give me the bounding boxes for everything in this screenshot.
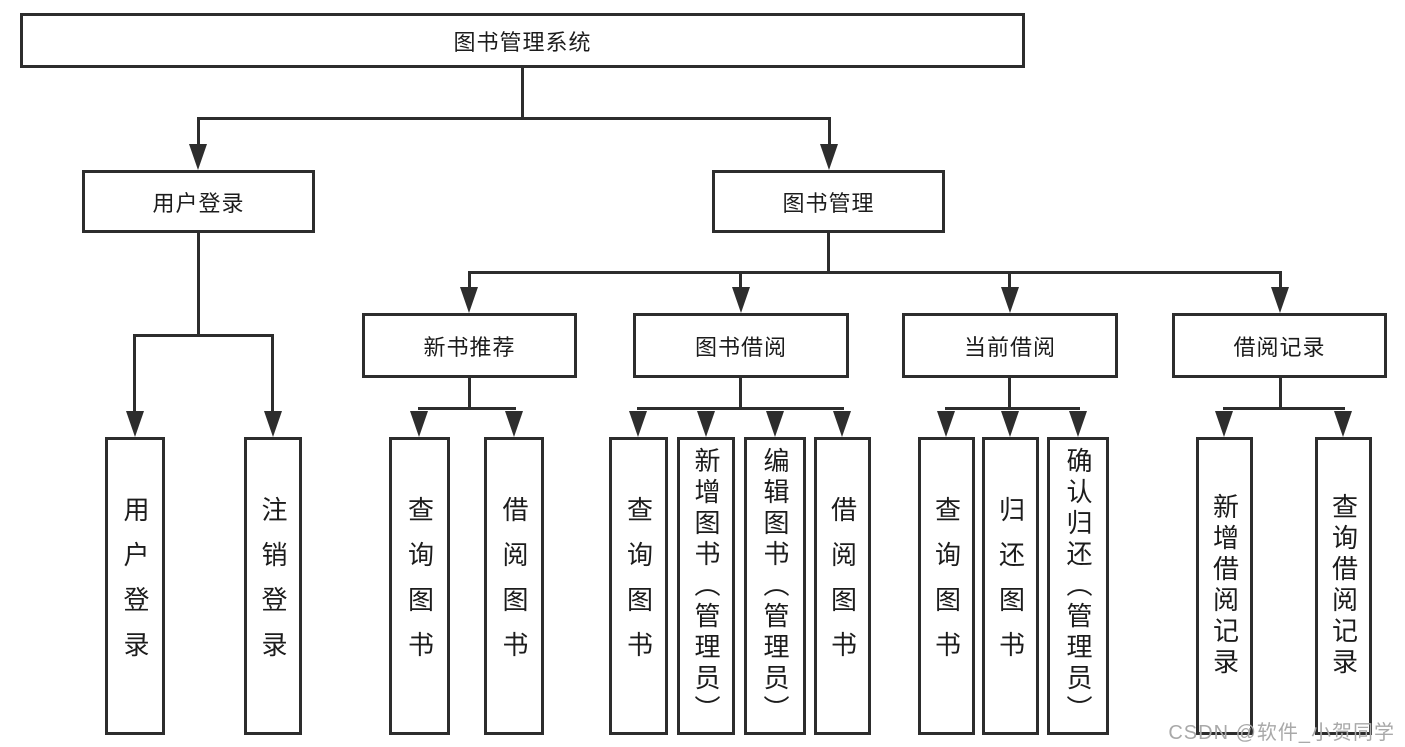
leaf-query-books-current: 查询图书 [918, 437, 975, 735]
node-new-book-recommend-label: 新书推荐 [423, 334, 516, 360]
connector-userlogin-rail [133, 334, 274, 337]
arrowhead-query-books-borrowing [629, 411, 647, 437]
connector-bookmgmt-stem [827, 233, 830, 274]
node-borrow-records-label: 借阅记录 [1233, 334, 1326, 360]
leaf-user-login: 用户登录 [105, 437, 165, 735]
node-root-label: 图书管理系统 [453, 29, 592, 55]
node-current-borrowing-label: 当前借阅 [963, 334, 1056, 360]
leaf-query-books-recommend: 查询图书 [389, 437, 450, 735]
arrowhead-book-borrowing [732, 287, 750, 313]
leaf-label: 归还图书 [995, 496, 1026, 676]
connector-bookmgmt-rail [468, 271, 1282, 274]
connector-arm-user-login [197, 120, 200, 144]
connector-arm-book-management [828, 120, 831, 144]
connector-borrowing-rail [637, 407, 844, 410]
arrowhead-user-login [189, 144, 207, 170]
leaf-label: 查询借阅记录 [1328, 493, 1359, 679]
arrowhead-new-book [460, 287, 478, 313]
connector-borrowing-stem [739, 378, 742, 410]
node-new-book-recommend: 新书推荐 [362, 313, 577, 378]
leaf-label: 借阅图书 [499, 496, 529, 676]
arrowhead-edit-books-admin [766, 411, 784, 437]
leaf-borrow-books-recommend: 借阅图书 [484, 437, 544, 735]
leaf-label: 借阅图书 [827, 496, 858, 676]
node-borrow-records: 借阅记录 [1172, 313, 1387, 378]
leaf-query-books-borrowing: 查询图书 [609, 437, 668, 735]
leaf-logout: 注销登录 [244, 437, 302, 735]
node-book-management: 图书管理 [712, 170, 945, 233]
arrowhead-borrow-books [833, 411, 851, 437]
leaf-return-books: 归还图书 [982, 437, 1039, 735]
node-user-login-label: 用户登录 [152, 190, 245, 216]
node-book-borrowing: 图书借阅 [633, 313, 849, 378]
connector-arm-book-borrowing [739, 274, 742, 287]
leaf-add-books-admin: 新增图书（管理员） [677, 437, 735, 735]
arrowhead-borrow-books-recommend [505, 411, 523, 437]
leaf-label: 新增图书（管理员） [691, 446, 721, 726]
node-book-borrowing-label: 图书借阅 [694, 334, 787, 360]
connector-root-rail [197, 117, 831, 120]
leaf-borrow-books: 借阅图书 [814, 437, 871, 735]
arrowhead-leaf-user-login [126, 411, 144, 437]
arrowhead-borrow-records [1271, 287, 1289, 313]
arrowhead-book-management [820, 144, 838, 170]
leaf-label: 新增借阅记录 [1209, 493, 1240, 679]
csdn-watermark: CSDN @软件_小贺同学 [1168, 722, 1395, 744]
arrowhead-current-borrowing [1001, 287, 1019, 313]
node-root: 图书管理系统 [20, 13, 1025, 68]
leaf-label: 用户登录 [120, 496, 150, 676]
arrowhead-leaf-logout [264, 411, 282, 437]
leaf-label: 查询图书 [623, 496, 654, 676]
arrowhead-query-borrow-record [1334, 411, 1352, 437]
arrowhead-add-books-admin [697, 411, 715, 437]
leaf-label: 确认归还（管理员） [1063, 446, 1093, 726]
connector-records-stem [1279, 378, 1282, 410]
connector-newbook-stem [468, 378, 471, 410]
connector-arm-current-borrowing [1008, 274, 1011, 287]
leaf-label: 编辑图书（管理员） [760, 446, 790, 726]
connector-arm-leaf-user-login [133, 337, 136, 411]
connector-arm-new-book [468, 274, 471, 287]
leaf-confirm-return-admin: 确认归还（管理员） [1047, 437, 1109, 735]
connector-root-stem [521, 68, 524, 120]
leaf-query-borrow-record: 查询借阅记录 [1315, 437, 1372, 735]
node-book-management-label: 图书管理 [782, 190, 875, 216]
node-current-borrowing: 当前借阅 [902, 313, 1118, 378]
connector-newbook-rail [418, 407, 516, 410]
leaf-label: 注销登录 [258, 496, 288, 676]
connector-arm-leaf-logout [271, 337, 274, 411]
arrowhead-query-books-current [937, 411, 955, 437]
connector-current-stem [1008, 378, 1011, 410]
arrowhead-add-borrow-record [1215, 411, 1233, 437]
leaf-add-borrow-record: 新增借阅记录 [1196, 437, 1253, 735]
leaf-edit-books-admin: 编辑图书（管理员） [744, 437, 806, 735]
connector-current-rail [945, 407, 1080, 410]
arrowhead-confirm-return [1069, 411, 1087, 437]
arrowhead-return-books [1001, 411, 1019, 437]
leaf-label: 查询图书 [404, 496, 435, 676]
connector-records-rail [1223, 407, 1345, 410]
node-user-login: 用户登录 [82, 170, 315, 233]
connector-arm-borrow-records [1279, 274, 1282, 287]
leaf-label: 查询图书 [931, 496, 962, 676]
arrowhead-query-books-recommend [410, 411, 428, 437]
connector-userlogin-stem [197, 233, 200, 337]
